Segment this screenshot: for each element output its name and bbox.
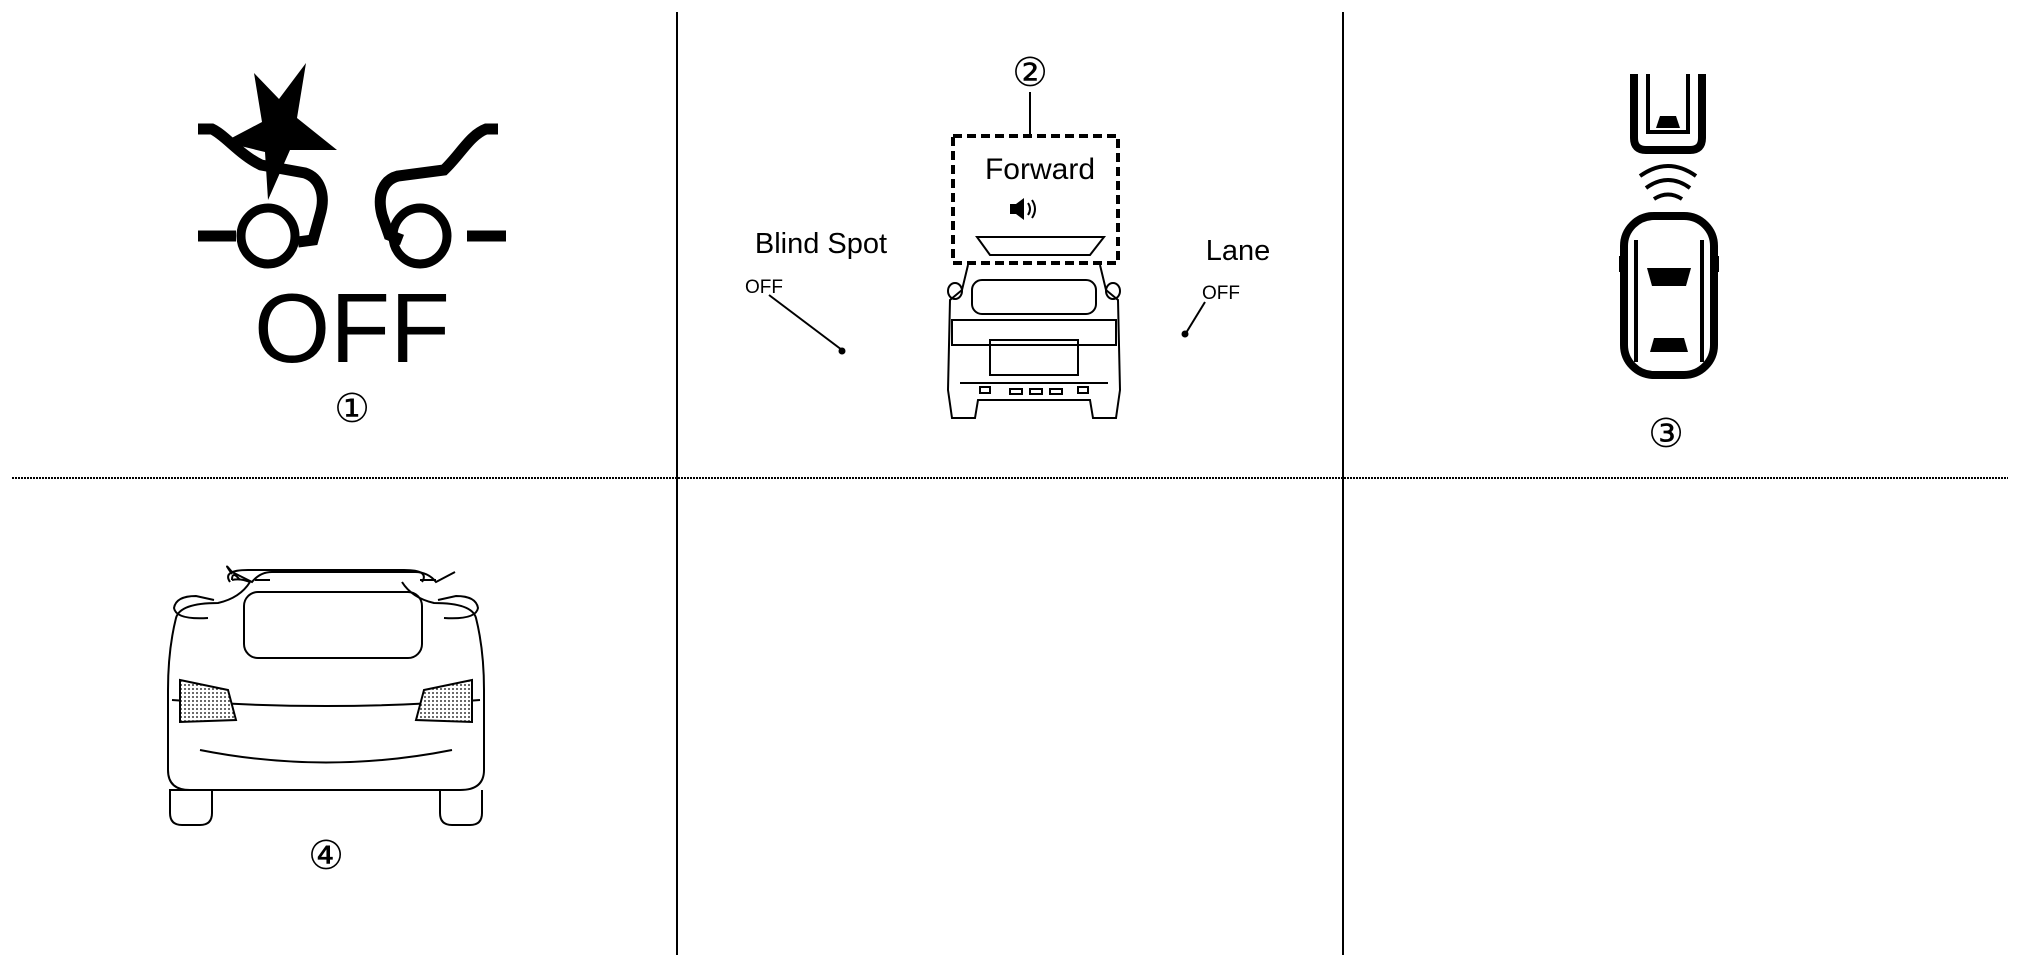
lane-label: Lane (1206, 235, 1271, 267)
warning-off-label: OFF (254, 273, 450, 383)
forward-highlight-box (951, 134, 1120, 265)
blind-spot-leader (768, 294, 843, 351)
lane-leader (1185, 301, 1206, 334)
blind-spot-status: OFF (745, 277, 783, 298)
blind-spot-label: Blind Spot (755, 228, 887, 260)
callout-2: ② (1012, 51, 1048, 95)
callout-1: ① (334, 387, 370, 431)
collision-warning-off-icon (198, 63, 506, 269)
callout-3: ③ (1648, 412, 1684, 456)
speaker-icon (1010, 198, 1036, 220)
vehicle-rear-view-icon (946, 264, 1122, 419)
forward-label: Forward (985, 153, 1095, 186)
forward-sensor-zone (975, 236, 1107, 256)
sedan-rear-view-icon (167, 565, 485, 826)
lane-point (1181, 330, 1189, 338)
vehicle-proximity-top-view-icon (1619, 74, 1719, 379)
callout-4: ④ (308, 834, 344, 878)
blind-spot-point (838, 347, 846, 355)
lane-status: OFF (1202, 283, 1240, 304)
